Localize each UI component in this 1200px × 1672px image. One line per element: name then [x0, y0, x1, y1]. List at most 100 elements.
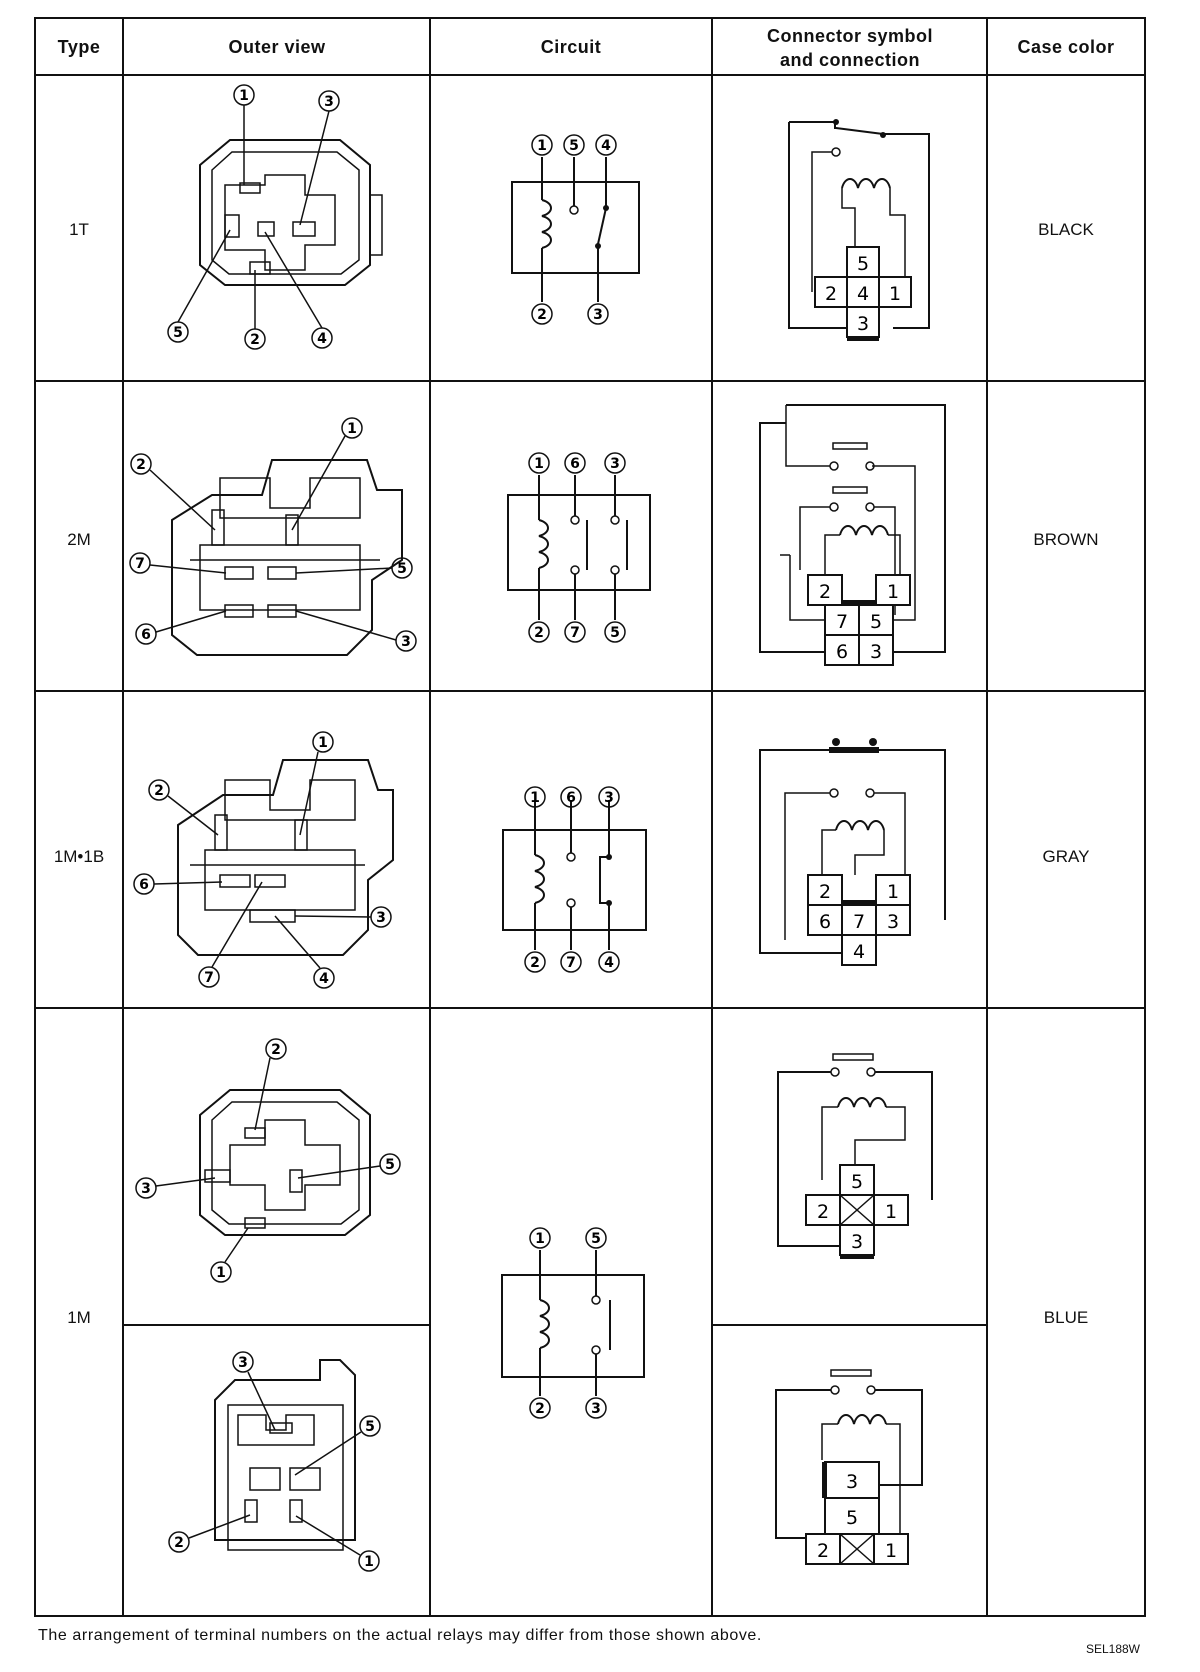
header-connector-line2: and connection — [780, 50, 920, 70]
svg-text:4: 4 — [319, 971, 329, 987]
connector-1m-a: 5 2 1 3 — [777, 1053, 933, 1259]
svg-text:1: 1 — [885, 1540, 897, 1562]
svg-text:1: 1 — [216, 1265, 226, 1281]
header-type: Type — [58, 37, 101, 57]
svg-text:2: 2 — [250, 332, 260, 348]
svg-text:7: 7 — [836, 611, 848, 633]
svg-text:3: 3 — [851, 1231, 863, 1253]
svg-text:3: 3 — [604, 790, 614, 806]
svg-text:5: 5 — [365, 1419, 375, 1435]
circuit-2m: 1 6 3 2 7 5 — [507, 452, 651, 643]
outer-view-2m: 2 1 7 5 6 3 — [129, 417, 417, 656]
connector-1m-b: 3 5 2 1 — [775, 1369, 923, 1565]
svg-text:5: 5 — [857, 253, 869, 275]
svg-text:4: 4 — [601, 138, 611, 154]
header-circuit: Circuit — [541, 37, 602, 57]
svg-text:3: 3 — [324, 94, 334, 110]
outer-view-1m-a: 2 3 5 1 — [135, 1038, 401, 1283]
svg-text:5: 5 — [385, 1157, 395, 1173]
svg-text:1: 1 — [318, 735, 328, 751]
outer-view-1t: 1 3 5 2 4 — [167, 84, 383, 350]
svg-text:1: 1 — [534, 456, 544, 472]
color-black: BLACK — [1038, 220, 1094, 239]
svg-text:2: 2 — [530, 955, 540, 971]
svg-text:1: 1 — [537, 138, 547, 154]
case-color-column: BLACK BROWN GRAY BLUE — [1033, 220, 1098, 1327]
circuit-1t: 1 5 4 2 3 — [511, 134, 640, 325]
table-border — [34, 17, 1146, 1617]
svg-text:7: 7 — [570, 625, 580, 641]
outer-view-1m1b: 2 1 6 3 7 4 — [133, 731, 394, 989]
svg-text:1: 1 — [239, 88, 249, 104]
svg-text:1: 1 — [887, 881, 899, 903]
svg-text:5: 5 — [569, 138, 579, 154]
connector-1t: 5 2 4 1 3 — [788, 119, 930, 341]
circuit-1m1b: 1 6 3 2 7 4 — [502, 786, 647, 973]
header-case-color: Case color — [1017, 37, 1114, 57]
type-1m: 1M — [67, 1308, 91, 1327]
svg-text:2: 2 — [817, 1201, 829, 1223]
svg-text:4: 4 — [857, 283, 869, 305]
svg-text:3: 3 — [887, 911, 899, 933]
svg-text:7: 7 — [566, 955, 576, 971]
svg-text:1: 1 — [885, 1201, 897, 1223]
svg-text:5: 5 — [851, 1171, 863, 1193]
color-brown: BROWN — [1033, 530, 1098, 549]
svg-text:3: 3 — [141, 1181, 151, 1197]
svg-text:1: 1 — [364, 1554, 374, 1570]
svg-text:3: 3 — [593, 307, 603, 323]
svg-text:3: 3 — [857, 313, 869, 335]
svg-text:5: 5 — [870, 611, 882, 633]
svg-text:6: 6 — [819, 911, 831, 933]
svg-text:7: 7 — [204, 970, 214, 986]
type-column: 1T 2M 1M•1B 1M — [54, 220, 104, 1327]
svg-text:5: 5 — [610, 625, 620, 641]
svg-text:2: 2 — [136, 457, 146, 473]
svg-text:4: 4 — [317, 331, 327, 347]
type-1t: 1T — [69, 220, 89, 239]
svg-text:1: 1 — [347, 421, 357, 437]
svg-text:7: 7 — [853, 911, 865, 933]
connector-1m1b: 2 1 6 7 3 4 — [759, 738, 946, 966]
svg-text:2: 2 — [271, 1042, 281, 1058]
svg-text:3: 3 — [238, 1355, 248, 1371]
circuit-1m: 1 5 2 3 — [501, 1227, 645, 1419]
figure-code: SEL188W — [1086, 1642, 1141, 1656]
svg-text:2: 2 — [534, 625, 544, 641]
terminal-labels: 1 3 5 2 4 — [167, 84, 340, 350]
svg-text:3: 3 — [591, 1401, 601, 1417]
type-2m: 2M — [67, 530, 91, 549]
svg-text:6: 6 — [141, 627, 151, 643]
svg-text:2: 2 — [174, 1535, 184, 1551]
svg-text:2: 2 — [817, 1540, 829, 1562]
svg-text:7: 7 — [135, 556, 145, 572]
svg-text:2: 2 — [537, 307, 547, 323]
svg-text:4: 4 — [853, 941, 865, 963]
svg-text:3: 3 — [870, 641, 882, 663]
svg-text:2: 2 — [825, 283, 837, 305]
svg-text:1: 1 — [535, 1231, 545, 1247]
svg-text:1: 1 — [887, 581, 899, 603]
svg-text:6: 6 — [570, 456, 580, 472]
svg-text:4: 4 — [604, 955, 614, 971]
svg-text:2: 2 — [154, 783, 164, 799]
type-1m1b: 1M•1B — [54, 847, 104, 866]
svg-text:3: 3 — [846, 1471, 858, 1493]
svg-text:5: 5 — [846, 1507, 858, 1529]
header-connector-line1: Connector symbol — [767, 26, 933, 46]
svg-text:3: 3 — [376, 910, 386, 926]
header-outer-view: Outer view — [228, 37, 326, 57]
svg-text:6: 6 — [836, 641, 848, 663]
svg-text:2: 2 — [535, 1401, 545, 1417]
svg-text:5: 5 — [173, 325, 183, 341]
svg-text:2: 2 — [819, 581, 831, 603]
connector-2m: 2 1 7 5 6 3 — [759, 404, 946, 666]
color-gray: GRAY — [1043, 847, 1090, 866]
color-blue: BLUE — [1044, 1308, 1088, 1327]
table-header: Type Outer view Circuit Connector symbol… — [58, 26, 1114, 70]
svg-text:2: 2 — [819, 881, 831, 903]
svg-text:5: 5 — [397, 561, 407, 577]
footnote: The arrangement of terminal numbers on t… — [38, 1627, 762, 1644]
svg-text:1: 1 — [530, 790, 540, 806]
